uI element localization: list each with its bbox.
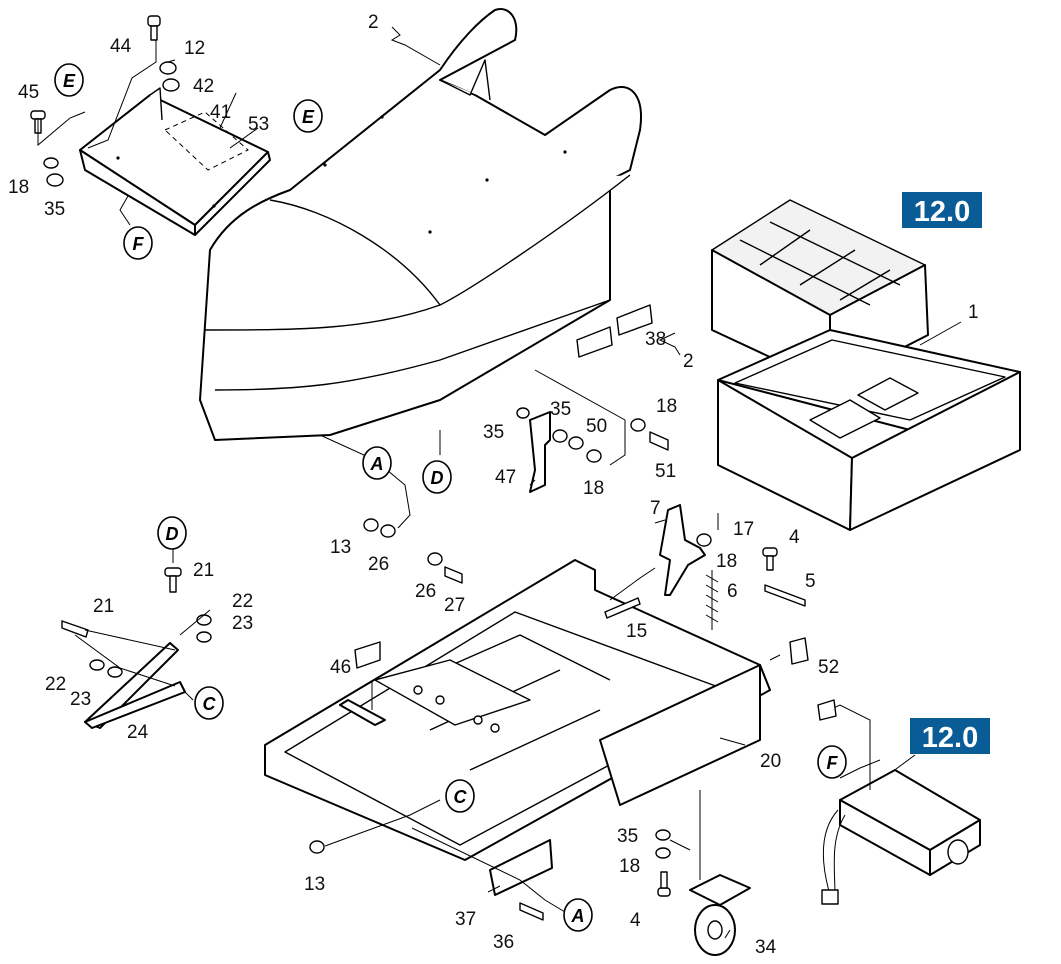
badge-charger[interactable]: 12.0	[910, 718, 990, 754]
caster-wheel	[689, 874, 751, 956]
part-label-21-left: 21	[93, 596, 114, 617]
part-label-21-top: 21	[193, 560, 214, 581]
part-label-42: 42	[193, 76, 214, 97]
part-label-17: 17	[733, 519, 754, 540]
part-label-41: 41	[210, 102, 231, 123]
part-label-38: 38	[645, 329, 666, 350]
part-label-35-bottom: 35	[617, 826, 638, 847]
svg-text:A: A	[370, 454, 384, 474]
svg-text:D: D	[166, 524, 179, 544]
part-label-53: 53	[248, 114, 269, 135]
part-label-27: 27	[444, 595, 465, 616]
leader-lines	[37, 26, 962, 939]
svg-text:C: C	[203, 694, 217, 714]
part-label-18-lower: 18	[583, 478, 604, 499]
part-label-18-tray: 18	[8, 177, 29, 198]
ref-circle-D-bracket: D	[157, 516, 187, 550]
part-label-4-bottom: 4	[630, 910, 641, 931]
part-label-26-a: 26	[368, 554, 389, 575]
battery-tray-plate	[79, 87, 271, 236]
svg-text:12.0: 12.0	[922, 722, 978, 754]
part-label-35-left: 35	[483, 422, 504, 443]
part-label-44: 44	[110, 36, 132, 57]
ref-circle-E-hood: E	[293, 99, 323, 133]
part-label-6: 6	[727, 581, 738, 602]
ref-circle-A-frame: A	[563, 898, 593, 932]
part-label-50: 50	[586, 416, 607, 437]
part-label-5: 5	[805, 571, 816, 592]
part-label-2-mid: 2	[683, 351, 694, 372]
ref-circle-F-charger: F	[817, 745, 847, 779]
ref-circle-F-tray: F	[123, 226, 153, 260]
chassis-frame	[264, 559, 771, 896]
svg-text:D: D	[431, 468, 444, 488]
part-label-13-top: 13	[330, 537, 351, 558]
svg-text:A: A	[571, 906, 585, 926]
part-label-24: 24	[127, 722, 149, 743]
part-label-45: 45	[18, 82, 39, 103]
ref-circle-E-tray: E	[54, 63, 84, 97]
part-label-37: 37	[455, 909, 476, 930]
ref-circle-C-bracket: C	[194, 686, 224, 720]
battery-charger	[817, 699, 981, 905]
part-label-23-top: 23	[232, 613, 253, 634]
svg-text:C: C	[454, 787, 468, 807]
part-label-12: 12	[184, 38, 205, 59]
part-label-20: 20	[760, 751, 781, 772]
part-label-22-left: 22	[45, 674, 66, 695]
part-label-13-bottom: 13	[304, 874, 325, 895]
part-label-35-tray: 35	[44, 199, 65, 220]
part-label-4-right: 4	[789, 527, 800, 548]
support-bracket	[84, 642, 186, 729]
svg-text:F: F	[827, 753, 839, 773]
battery-box	[717, 329, 1021, 531]
svg-text:E: E	[302, 107, 315, 127]
part-label-36: 36	[493, 932, 514, 953]
part-label-7: 7	[650, 498, 661, 519]
part-number-labels: 2 44 12 42 45 41 53 18 35 1 38 2 35 18 3…	[8, 12, 979, 958]
part-label-1: 1	[968, 302, 979, 323]
part-label-51: 51	[655, 461, 676, 482]
part-label-18-bottom: 18	[619, 856, 640, 877]
part-label-47: 47	[495, 467, 516, 488]
part-label-26-b: 26	[415, 581, 436, 602]
svg-text:F: F	[133, 234, 145, 254]
svg-text:12.0: 12.0	[914, 196, 970, 228]
part-label-15: 15	[626, 621, 647, 642]
badge-battery[interactable]: 12.0	[902, 192, 982, 228]
part-label-46: 46	[330, 657, 351, 678]
part-label-22-top: 22	[232, 591, 253, 612]
part-label-18-mid: 18	[656, 396, 677, 417]
ref-circle-A-hood: A	[362, 446, 392, 480]
part-label-35-mid: 35	[550, 399, 571, 420]
part-label-18-spring: 18	[716, 551, 737, 572]
part-label-34: 34	[755, 937, 777, 958]
hood-cover	[199, 8, 642, 441]
svg-text:E: E	[63, 71, 76, 91]
part-label-52: 52	[818, 657, 839, 678]
ref-circle-C-frame: C	[445, 779, 475, 813]
ref-circle-D-hood: D	[422, 460, 452, 494]
part-label-2-top: 2	[368, 12, 379, 33]
part-label-23-left: 23	[70, 689, 91, 710]
hardware-fasteners	[30, 15, 809, 921]
